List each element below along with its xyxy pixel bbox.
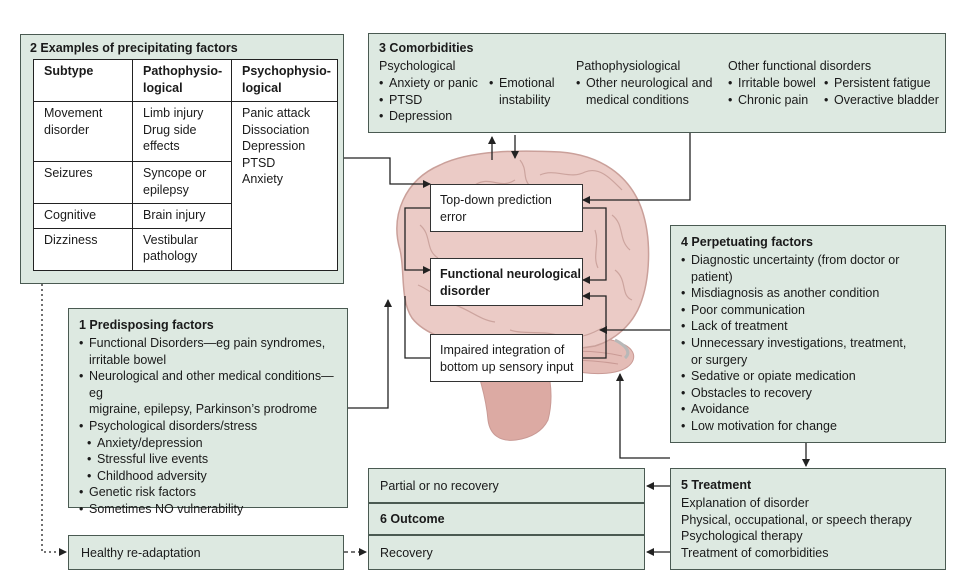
predisposing-item: Neurological and other medical condition… [79,368,347,418]
recovery-text: Recovery [380,546,433,560]
precipitating-factors-table: Subtype Pathophysio- logical Psychophysi… [33,59,338,271]
loop-left-impaired [404,296,430,359]
precipitating-factors-panel: 2 Examples of precipitating factors Subt… [20,34,344,284]
treatment-line: Psychological therapy [681,529,803,544]
top-down-prediction-box: Top-down prediction error [430,184,583,232]
psychological-label: Psychological [379,59,456,73]
cell-patho: Vestibular pathology [132,227,232,271]
cell-patho: Brain injury [132,203,232,229]
predisposing-factors-title: 1 Predisposing factors [79,318,214,332]
treatment-list: Explanation of disorder Physical, occupa… [681,495,943,561]
healthy-readaptation-box: Healthy re-adaptation [68,535,344,570]
predisposing-subitem: Childhood adversity [79,468,347,485]
perpetuating-factors-title: 4 Perpetuating factors [681,235,813,249]
psychological-list-1: Anxiety or panic PTSD Depression [379,75,489,125]
treatment-line: Explanation of disorder [681,496,809,510]
arrow-precipitating-to-topdown [344,157,431,188]
comorbidity-item: Persistent fatigue [824,75,944,92]
comorbidity-item: PTSD [379,92,489,109]
precipitating-factors-title: 2 Examples of precipitating factors [30,41,238,55]
perpetuating-factors-list: Diagnostic uncertainty (from doctor or p… [681,252,941,435]
functional-list-1: Irritable bowel Chronic pain [728,75,828,108]
treatment-title: 5 Treatment [681,478,752,492]
perpetuating-item: Poor communication [681,302,941,319]
cell-subtype: Seizures [33,161,133,204]
predisposing-factors-panel: 1 Predisposing factors Functional Disord… [68,308,348,517]
dotted-precipitating-to-healthy [41,284,67,556]
treatment-panel: 5 Treatment Explanation of disorder Phys… [670,468,946,570]
header-psychophysiological: Psychophysio- logical [231,59,338,102]
loop-left-topdown [404,207,431,274]
fnd-box: Functional neurological disorder [430,258,583,306]
perpetuating-item: Low motivation for change [681,418,941,435]
outcome-title: 6 Outcome [380,512,445,526]
pathophysiological-list: Other neurological and medical condition… [576,75,726,108]
predisposing-item: Psychological disorders/stress [79,418,347,435]
impaired-integration-box: Impaired integration of bottom up sensor… [430,334,583,382]
comorbidity-item: Chronic pain [728,92,828,109]
comorbidity-item: Irritable bowel [728,75,828,92]
impaired-integration-text: Impaired integration of bottom up sensor… [440,343,574,374]
top-down-prediction-text: Top-down prediction error [440,193,552,224]
outcome-title-box: 6 Outcome [368,503,645,535]
comorbidity-item: Other neurological and medical condition… [576,75,726,108]
functional-label: Other functional disorders [728,59,872,73]
comorbidities-title: 3 Comorbidities [379,41,474,55]
comorbidity-item: Anxiety or panic [379,75,489,92]
partial-recovery-box: Partial or no recovery [368,468,645,503]
cell-subtype: Movement disorder [33,101,133,162]
comorbidity-item: Overactive bladder [824,92,944,109]
perpetuating-item: Sedative or opiate medication [681,368,941,385]
cell-psycho: Panic attack Dissociation Depression PTS… [231,101,338,271]
perpetuating-item: Obstacles to recovery [681,385,941,402]
recovery-box: Recovery [368,535,645,570]
arrow-predisposing-to-fnd [348,299,392,409]
arrow-comorbidities-to-topdown [582,133,691,204]
cell-patho: Limb injury Drug side effects [132,101,232,162]
header-pathophysiological: Pathophysio- logical [132,59,232,102]
cell-subtype: Dizziness [33,227,133,271]
arrow-treatment-to-brain [616,373,670,459]
cell-patho: Syncope or epilepsy [132,161,232,204]
partial-recovery-text: Partial or no recovery [380,479,499,493]
predisposing-subitem: Anxiety/depression [79,435,347,452]
treatment-line: Physical, occupational, or speech therap… [681,512,912,527]
comorbidities-panel: 3 Comorbidities Psychological Anxiety or… [368,33,946,133]
comorbidity-item: Emotional instability [489,75,579,108]
perpetuating-item: Diagnostic uncertainty (from doctor or p… [681,252,941,285]
fnd-text: Functional neurological disorder [440,267,581,298]
loop-right-impaired [582,292,607,359]
perpetuating-item: Unnecessary investigations, treatment, o… [681,335,941,368]
predisposing-subitem: Stressful live events [79,451,347,468]
perpetuating-item: Avoidance [681,401,941,418]
cell-subtype: Cognitive [33,203,133,229]
pathophysiological-label: Pathophysiological [576,59,681,73]
treatment-line: Treatment of comorbidities [681,545,829,560]
predisposing-item: Genetic risk factors [79,484,347,501]
loop-right-topdown [582,207,607,284]
perpetuating-item: Lack of treatment [681,318,941,335]
header-subtype: Subtype [33,59,133,102]
comorbidity-item: Depression [379,108,489,125]
psychological-list-2: Emotional instability [489,75,579,108]
predisposing-item: Sometimes NO vulnerability [79,501,347,518]
predisposing-item: Functional Disorders—eg pain syndromes, … [79,335,347,368]
perpetuating-item: Misdiagnosis as another condition [681,285,941,302]
perpetuating-factors-panel: 4 Perpetuating factors Diagnostic uncert… [670,225,946,443]
predisposing-factors-list: Functional Disorders—eg pain syndromes, … [79,335,347,518]
functional-list-2: Persistent fatigue Overactive bladder [824,75,944,108]
healthy-readaptation-text: Healthy re-adaptation [81,546,201,560]
